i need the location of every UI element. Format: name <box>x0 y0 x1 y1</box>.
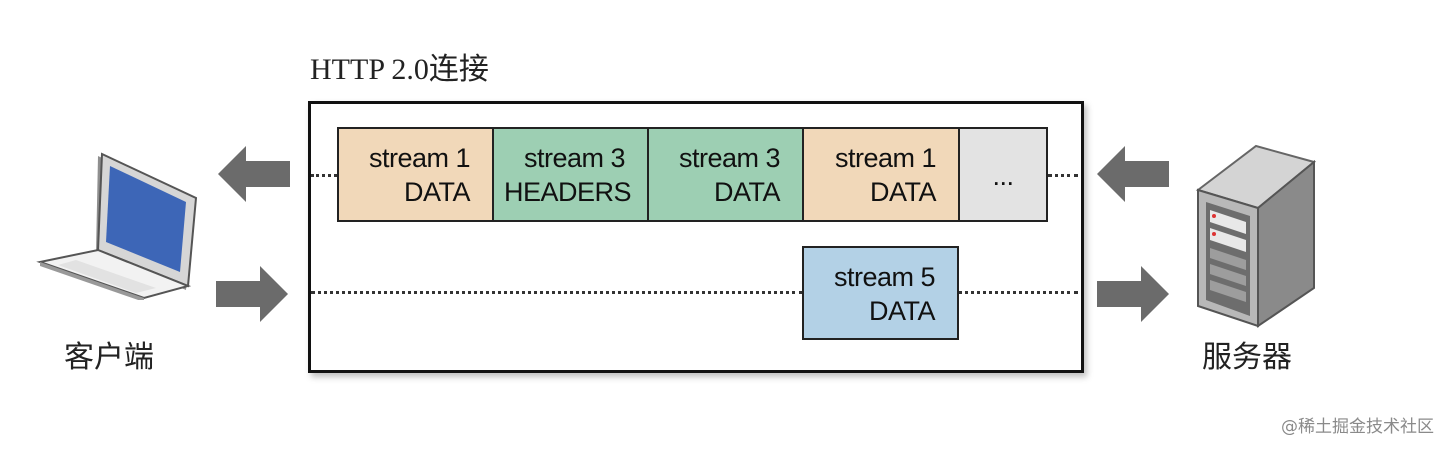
arrow-left-from-server-icon <box>1097 146 1169 202</box>
arrow-right-from-client-icon <box>216 266 288 322</box>
arrow-right-to-server-icon <box>1097 266 1169 322</box>
frame-stream3-headers: stream 3 HEADERS <box>492 127 649 222</box>
frame-stream5-data: stream 5 DATA <box>802 246 959 340</box>
frame-stream3-data: stream 3 DATA <box>647 127 804 222</box>
frame-stream-label: stream 1 <box>834 143 937 173</box>
upper-stream-line-right <box>1048 174 1078 177</box>
frame-type-label: HEADERS <box>504 177 632 207</box>
frame-stream1-data: stream 1 DATA <box>337 127 494 222</box>
frame-stream-label: stream 3 <box>678 143 781 173</box>
frame-type-label: DATA <box>868 296 936 326</box>
lower-stream-line-left <box>311 291 803 294</box>
laptop-icon <box>36 152 198 300</box>
watermark: @稀土掘金技术社区 <box>1281 417 1434 437</box>
frame-stream-label: stream 1 <box>368 143 471 173</box>
frame-stream-label: stream 5 <box>833 262 936 292</box>
server-label: 服务器 <box>1202 340 1292 375</box>
arrow-left-to-client-icon <box>218 146 290 202</box>
upper-stream-line-left <box>311 174 337 177</box>
client-label: 客户端 <box>64 340 154 375</box>
lower-stream-line-right <box>958 291 1078 294</box>
frame-type-label: DATA <box>403 177 471 207</box>
frame-stream-label: stream 3 <box>523 143 626 173</box>
ellipsis-label: ... <box>992 161 1014 191</box>
diagram-title: HTTP 2.0连接 <box>310 53 489 86</box>
frame-type-label: DATA <box>869 177 937 207</box>
server-tower-icon <box>1195 144 1317 328</box>
frame-type-label: DATA <box>713 177 781 207</box>
frame-stream1-data-2: stream 1 DATA <box>802 127 960 222</box>
frame-more-ellipsis: ... <box>958 127 1048 222</box>
